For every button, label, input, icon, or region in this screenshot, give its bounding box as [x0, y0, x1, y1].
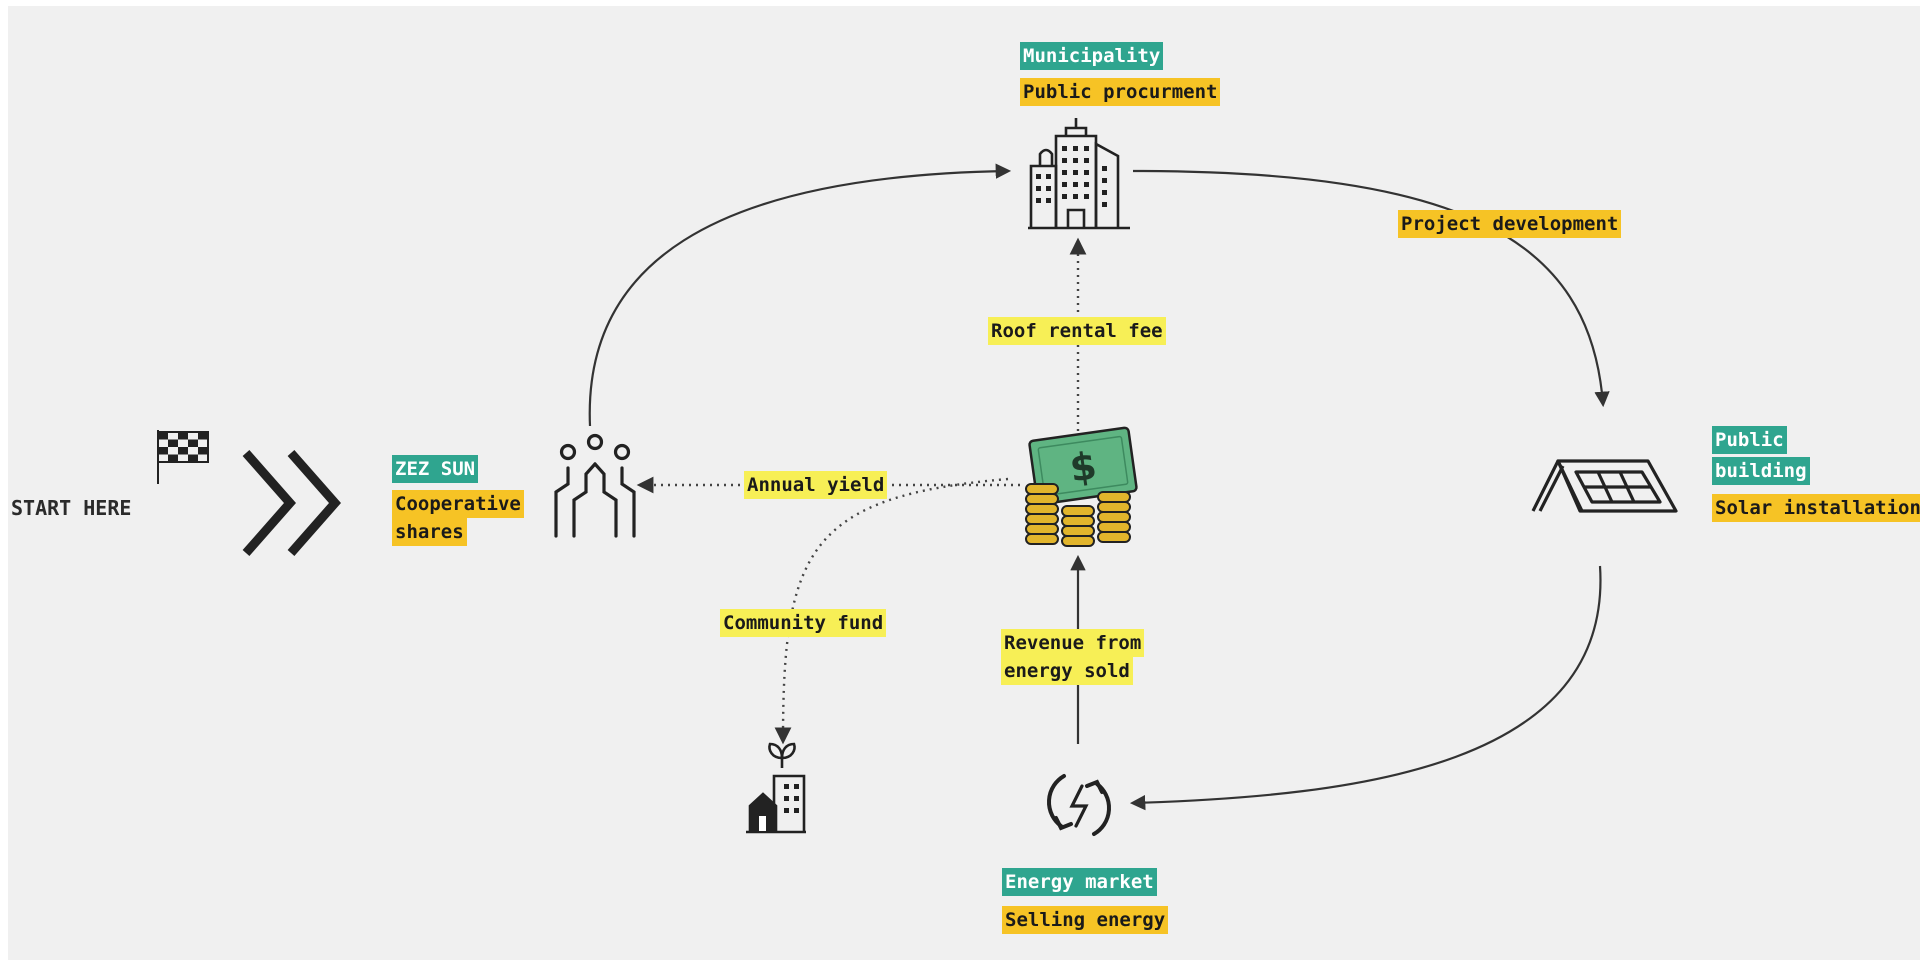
double-chevron-icon: [242, 450, 341, 556]
people-network-icon: [554, 433, 636, 538]
public-building-subtitle: Solar installation: [1712, 494, 1920, 522]
energy-market-subtitle: Selling energy: [1002, 906, 1169, 934]
municipality-subtitle: Public procurment: [1020, 78, 1221, 106]
money-coins-icon: $: [1025, 426, 1138, 547]
community-building-icon: [746, 742, 806, 834]
flow-diagram: $: [157, 118, 1678, 836]
flow-label-revenue-line1: Revenue from: [1001, 629, 1145, 657]
office-building-icon: [1028, 118, 1130, 230]
municipality-title: Municipality: [1020, 42, 1164, 70]
svg-text:$: $: [1067, 443, 1099, 490]
flow-label-annual-yield: Annual yield: [744, 471, 888, 499]
energy-cycle-icon: [1046, 774, 1112, 836]
cooperative-subtitle-line2: shares: [392, 518, 467, 546]
flow-label-project-development: Project development: [1398, 210, 1622, 238]
cooperative-subtitle-line1: Cooperative: [392, 490, 524, 518]
energy-market-title: Energy market: [1002, 868, 1157, 896]
arrow-building-to-market: [1129, 565, 1602, 811]
diagram-canvas: $: [8, 6, 1920, 960]
flow-label-community-fund: Community fund: [720, 609, 887, 637]
public-building-title-line2: building: [1712, 457, 1810, 485]
public-building-title-line1: Public: [1712, 426, 1787, 454]
arrow-money-to-community: [774, 477, 1009, 745]
start-here-label: START HERE: [11, 496, 132, 520]
solar-roof-icon: [1531, 459, 1678, 513]
flow-label-roof-rental-fee: Roof rental fee: [988, 317, 1166, 345]
arrow-municipality-to-building: [1132, 169, 1610, 408]
cooperative-title: ZEZ SUN: [392, 455, 479, 483]
finish-flag-icon: [157, 430, 209, 484]
flow-label-revenue-line2: energy sold: [1001, 657, 1133, 685]
arrow-coop-to-municipality: [588, 163, 1012, 427]
